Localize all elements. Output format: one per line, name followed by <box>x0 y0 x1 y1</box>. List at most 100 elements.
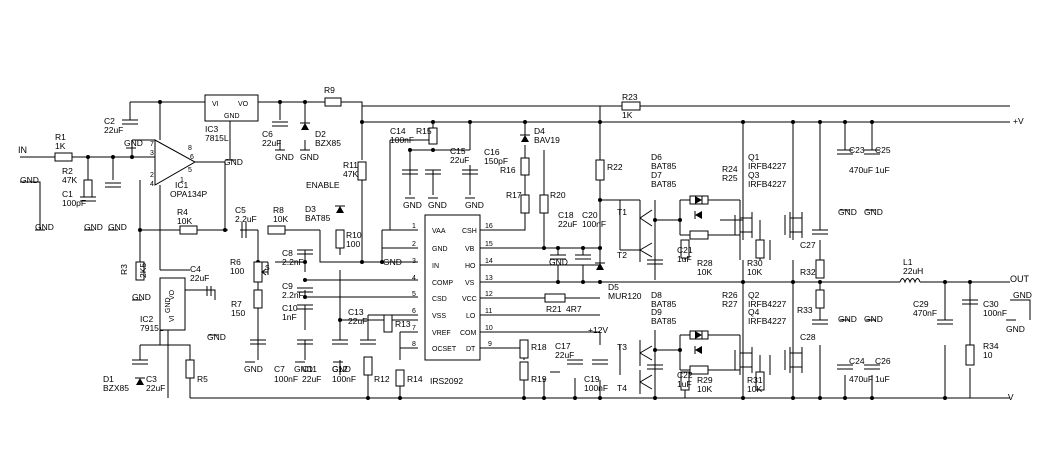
svg-text:C1: C1 <box>62 189 73 199</box>
svg-text:150pF: 150pF <box>484 156 508 166</box>
svg-text:C11: C11 <box>302 364 317 374</box>
svg-text:VREF: VREF <box>432 330 451 337</box>
svg-text:R1: R1 <box>55 132 66 142</box>
svg-text:R23: R23 <box>622 92 638 102</box>
svg-text:D7: D7 <box>651 170 662 180</box>
gnd-label: GND <box>838 207 857 217</box>
gnd-label: GND <box>207 332 226 342</box>
svg-text:R6: R6 <box>230 257 241 267</box>
gnd-label: GND <box>108 222 127 232</box>
svg-text:1uF: 1uF <box>677 254 692 264</box>
svg-text:R5: R5 <box>197 374 208 384</box>
svg-text:100nF: 100nF <box>582 219 606 229</box>
svg-text:BAT85: BAT85 <box>651 179 677 189</box>
svg-text:100pF: 100pF <box>62 198 86 208</box>
bjt-symbols <box>639 205 653 394</box>
svg-text:2.2uF: 2.2uF <box>235 214 257 224</box>
svg-text:Q3: Q3 <box>748 170 760 180</box>
svg-text:10K: 10K <box>177 216 192 226</box>
svg-text:C28: C28 <box>800 332 816 342</box>
svg-text:C22: C22 <box>677 370 693 380</box>
svg-text:R32: R32 <box>800 267 816 277</box>
svg-text:4: 4 <box>412 275 416 282</box>
svg-text:R16: R16 <box>500 165 516 175</box>
svg-text:1K: 1K <box>55 141 66 151</box>
svg-text:C24: C24 <box>849 356 865 366</box>
ic1-pin: 1 <box>180 177 184 184</box>
ic1-pin: 3 <box>150 150 154 157</box>
resistor-r23 <box>621 101 641 111</box>
resistor-r10 <box>335 229 345 249</box>
gnd-label: GND <box>549 257 568 267</box>
svg-text:1uF: 1uF <box>875 374 890 384</box>
components <box>35 94 1016 394</box>
svg-text:T3: T3 <box>617 342 627 352</box>
resistor-r18 <box>519 339 529 359</box>
svg-text:C12: C12 <box>332 364 348 374</box>
svg-text:D5: D5 <box>608 282 619 292</box>
mosfet-symbols <box>734 212 803 373</box>
svg-text:11: 11 <box>485 308 492 315</box>
svg-text:22uF: 22uF <box>302 374 321 384</box>
gnd-label: GND <box>300 152 319 162</box>
svg-text:C23: C23 <box>849 145 865 155</box>
resistor-r15 <box>428 127 438 145</box>
inductor-value: 22uH <box>903 266 923 276</box>
svg-text:22uF: 22uF <box>555 350 574 360</box>
svg-text:IRFB4227: IRFB4227 <box>748 161 787 171</box>
ic3-ref: IC3 <box>205 124 219 134</box>
svg-text:10: 10 <box>485 325 493 332</box>
transistor-labels: T1 T2 T3 T4 <box>617 207 627 393</box>
svg-text:C29: C29 <box>913 299 929 309</box>
svg-text:DT: DT <box>466 346 476 353</box>
net-label-out: OUT <box>1010 274 1030 284</box>
junction-dots <box>86 100 972 400</box>
opamp-ic1 <box>154 139 197 186</box>
svg-text:CSD: CSD <box>432 296 447 303</box>
svg-text:D3: D3 <box>305 204 316 214</box>
ic2-pin-vi: VI <box>169 315 176 322</box>
svg-text:6: 6 <box>412 308 416 315</box>
wires <box>20 101 1031 399</box>
svg-text:R33: R33 <box>797 305 813 315</box>
svg-text:R19: R19 <box>531 374 547 384</box>
svg-text:22uF: 22uF <box>262 138 281 148</box>
gnd-label: GND <box>294 364 313 374</box>
svg-text:BAT85: BAT85 <box>651 161 677 171</box>
svg-text:150: 150 <box>231 308 245 318</box>
svg-text:2K5: 2K5 <box>138 263 148 278</box>
svg-text:10: 10 <box>983 350 993 360</box>
svg-text:C30: C30 <box>983 299 999 309</box>
resistor-r21 <box>544 293 566 303</box>
ic2-ref: IC2 <box>140 314 154 324</box>
svg-text:470uF: 470uF <box>849 374 873 384</box>
svg-text:C20: C20 <box>582 210 598 220</box>
svg-text:C25: C25 <box>875 145 891 155</box>
svg-text:22uF: 22uF <box>558 219 577 229</box>
svg-text:COMP: COMP <box>432 280 453 287</box>
resistor-r33 <box>815 289 825 309</box>
svg-text:C5: C5 <box>235 205 246 215</box>
svg-text:9: 9 <box>488 341 492 348</box>
svg-text:Q1: Q1 <box>748 152 760 162</box>
net-label-vpos: +V <box>1013 116 1024 126</box>
net-label-vneg: -V <box>1005 392 1014 402</box>
resistor-r16 <box>520 157 530 176</box>
svg-text:100nF: 100nF <box>983 308 1007 318</box>
svg-text:47K: 47K <box>343 169 358 179</box>
gnd-label: GND <box>864 207 883 217</box>
svg-text:D6: D6 <box>651 152 662 162</box>
svg-text:COM: COM <box>460 330 477 337</box>
svg-text:C2: C2 <box>104 116 115 126</box>
svg-text:1K: 1K <box>622 110 633 120</box>
svg-text:C6: C6 <box>262 129 273 139</box>
ic3-pin-gnd: GND <box>224 113 240 120</box>
svg-text:C10: C10 <box>282 303 298 313</box>
svg-text:IRFB4227: IRFB4227 <box>748 316 787 326</box>
svg-text:C21: C21 <box>677 245 693 255</box>
svg-text:C4: C4 <box>190 264 201 274</box>
